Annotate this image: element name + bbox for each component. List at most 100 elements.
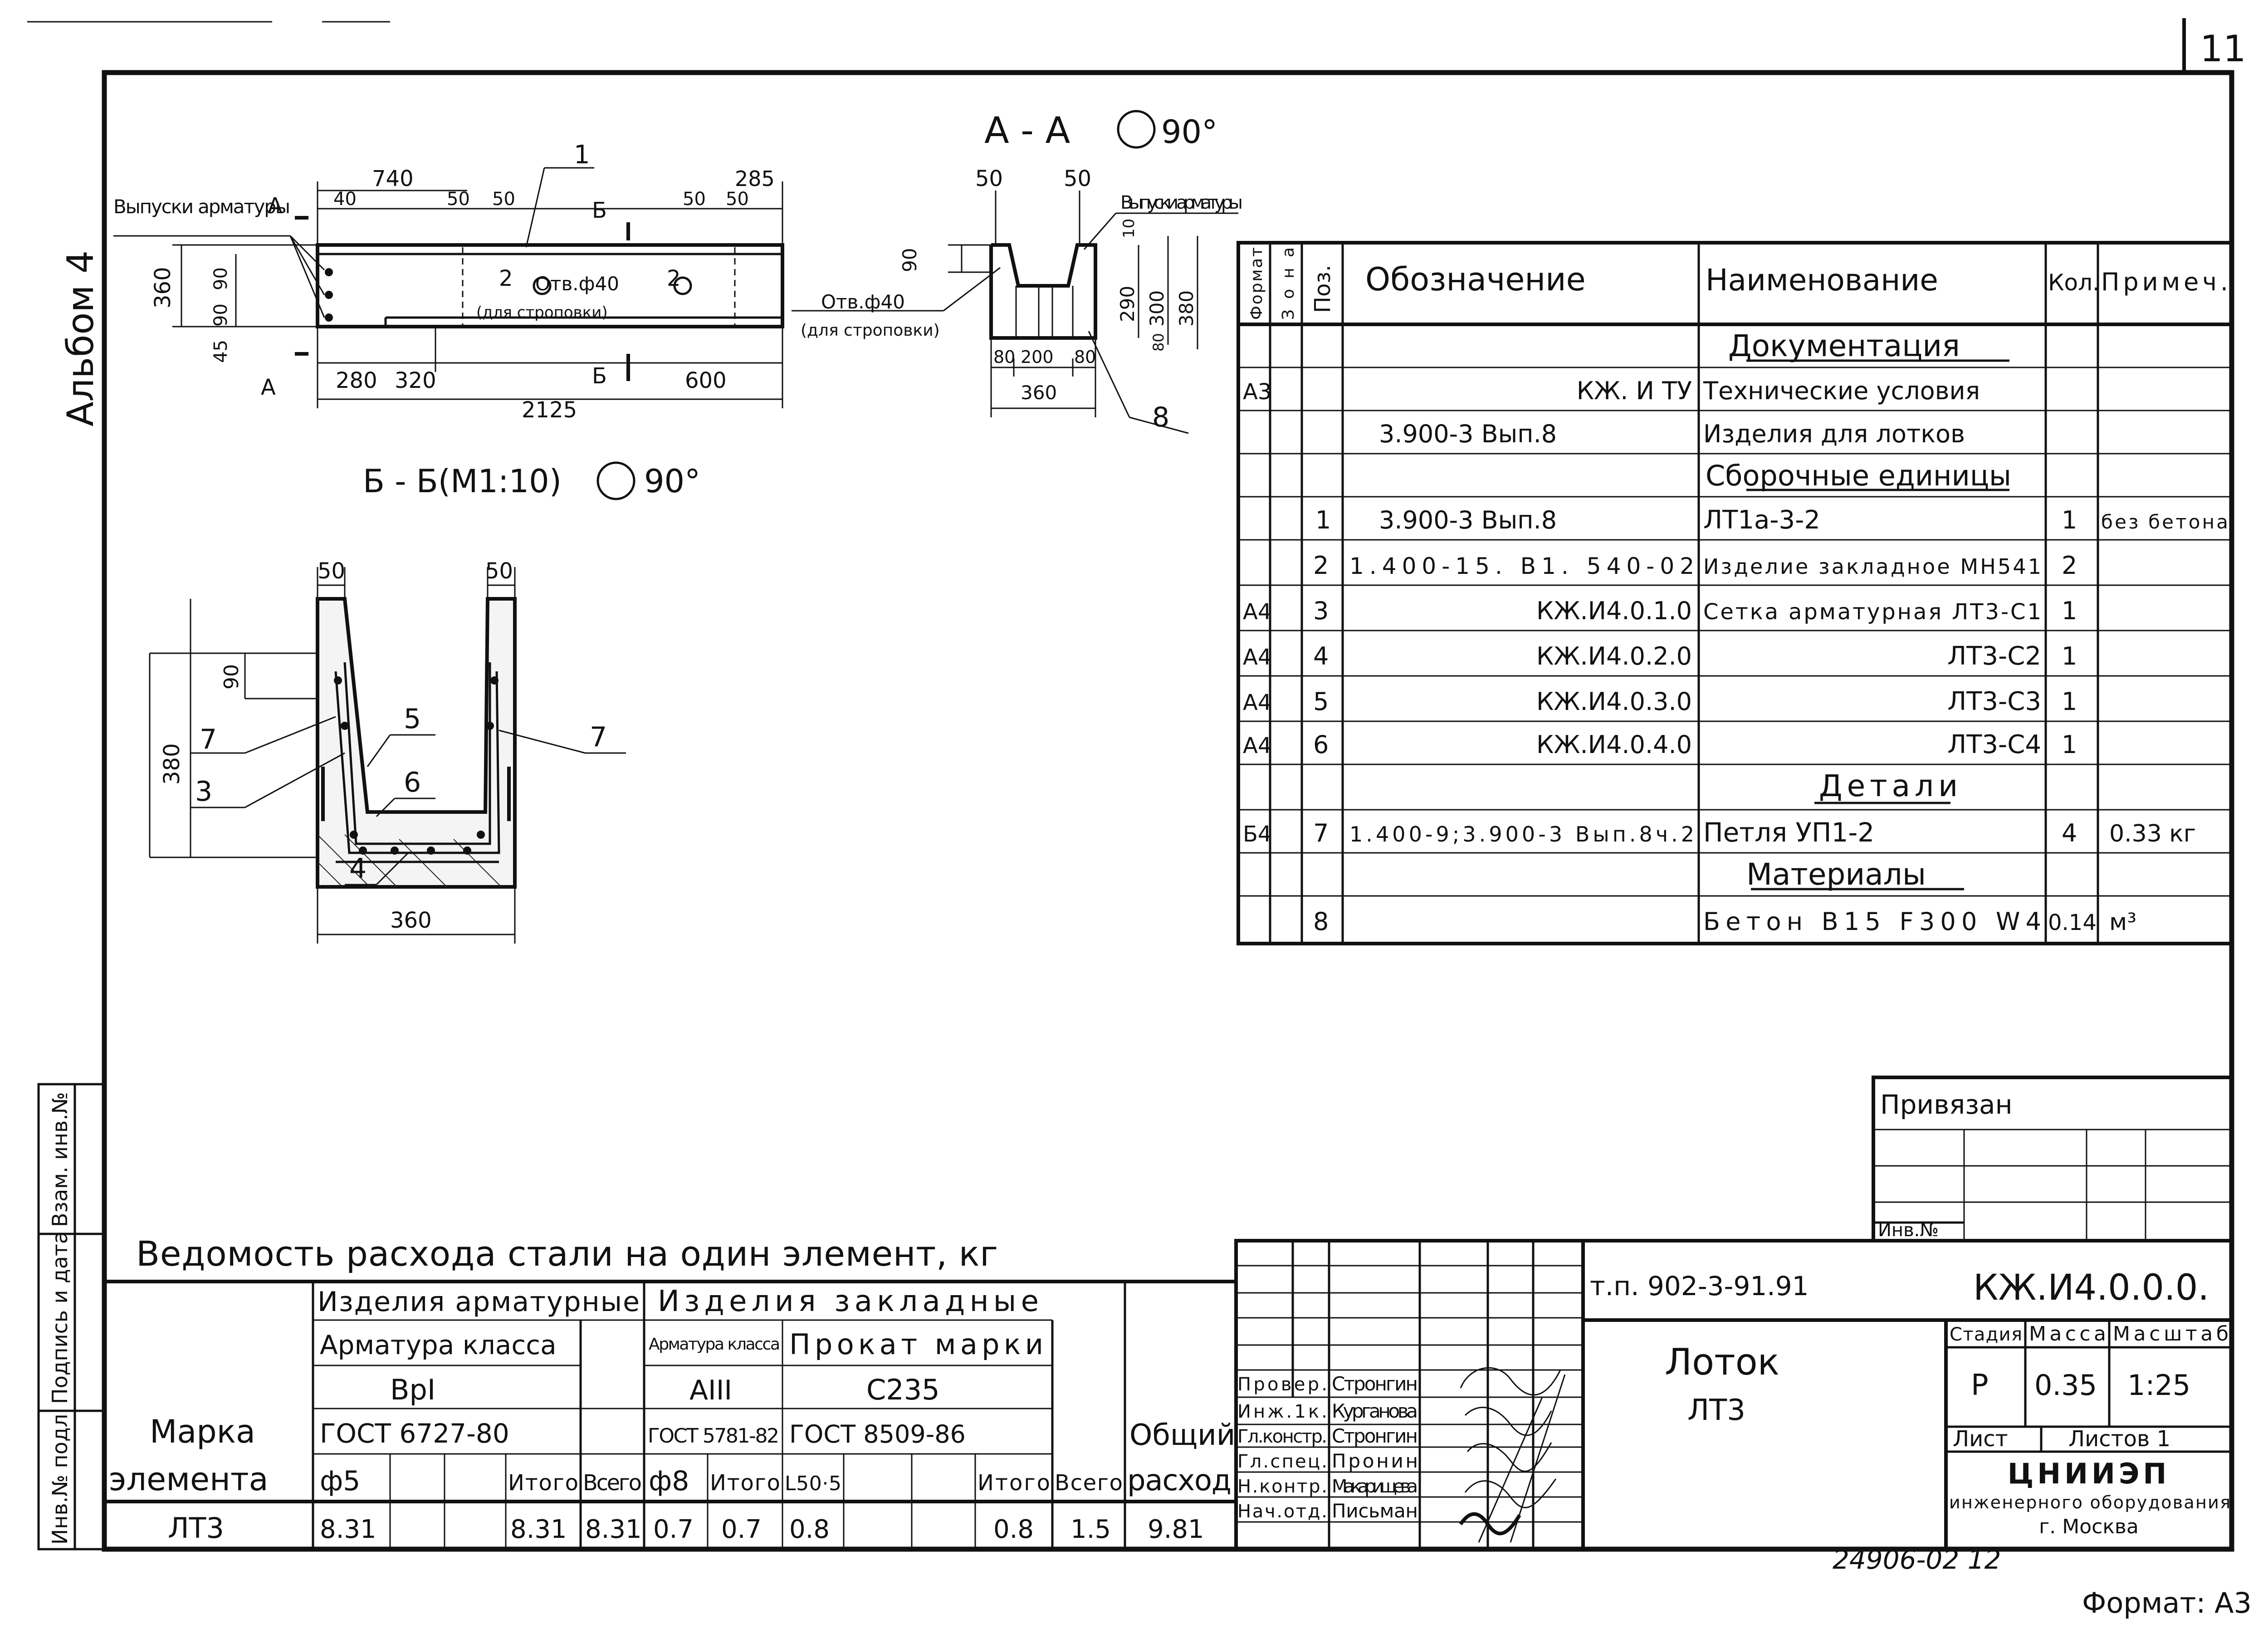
title-stage: Р	[1971, 1369, 1989, 1402]
title-project: т.п. 902-3-91.91	[1590, 1271, 1809, 1301]
spec-row4-note: без бетона	[2101, 511, 2228, 533]
section-aa-pos-8: 8	[1152, 401, 1169, 433]
title-name-0: Стронгин	[1332, 1373, 1418, 1395]
spec-row2-name: Изделия для лотков	[1703, 420, 1965, 448]
plan-cut-b-bottom: Б	[592, 363, 607, 389]
binding-inv-label: Инв.№	[1878, 1220, 1939, 1241]
section-aa-dim-80b: 80	[1074, 347, 1096, 367]
section-bb-dim-90: 90	[220, 664, 243, 690]
spec-header-name: Наименование	[1706, 263, 1938, 298]
section-aa-dim-90: 90	[899, 248, 921, 272]
section-bb-pos-4: 4	[349, 853, 367, 885]
title-code: КЖ.И4.0.0.0.	[1973, 1267, 2209, 1308]
title-object-name: Лоток	[1665, 1341, 1779, 1383]
spec-row7-designation: КЖ.И4.0.2.0	[1536, 642, 1692, 670]
steel-row-mark: ЛТ3	[168, 1512, 224, 1545]
section-bb-dim-380: 380	[159, 743, 185, 785]
spec-row7-format: А4	[1243, 645, 1271, 670]
title-role-2: Гл.констр.	[1237, 1426, 1327, 1447]
spec-header-note: Примеч.	[2101, 268, 2228, 296]
title-scale: 1:25	[2127, 1369, 2190, 1402]
spec-row11-qty: 4	[2062, 819, 2077, 847]
steel-row-rebar-itogo: 8.31	[510, 1515, 567, 1544]
spec-row5-qty: 2	[2062, 551, 2077, 580]
plan-dim-50a: 50	[447, 189, 470, 210]
section-bb	[149, 461, 635, 944]
section-aa-dim-50b: 50	[1064, 166, 1091, 191]
spec-row9-qty: 1	[2062, 730, 2077, 759]
format-label: Формат: А3	[2082, 1586, 2252, 1619]
section-bb-pos-5: 5	[404, 703, 421, 735]
spec-row5-pos: 2	[1313, 551, 1329, 580]
spec-row6-qty: 1	[2062, 597, 2077, 625]
steel-rebar-class-label: Арматура класса	[320, 1330, 557, 1360]
spec-row9-name: ЛТ3-С4	[1947, 730, 2041, 759]
spec-row4-qty: 1	[2062, 506, 2077, 534]
title-role-5: Нач.отд.	[1237, 1501, 1327, 1522]
title-role-4: Н.контр.	[1237, 1476, 1327, 1497]
spec-row6-designation: КЖ.И4.0.1.0	[1536, 597, 1692, 625]
spec-row8-qty: 1	[2062, 687, 2077, 716]
plan-cut-a-bottom: А	[261, 375, 276, 400]
spec-row11-designation: 1.400-9;3.900-3 Вып.8ч.2	[1349, 822, 1694, 846]
spec-row13-pos: 8	[1313, 907, 1329, 936]
steel-vsego-rebar: Всего	[583, 1470, 642, 1496]
steel-col-mark-line2: элемента	[109, 1461, 269, 1498]
plan-hole-note: (для строповки)	[476, 303, 608, 322]
steel-rolled-gost: ГОСТ 8509-86	[789, 1420, 966, 1448]
spec-row11-format: Б4	[1243, 822, 1271, 847]
spec-row11-note: 0.33 кг	[2109, 820, 2196, 847]
steel-table	[103, 1280, 1238, 1551]
spec-row1-name: Технические условия	[1703, 377, 1980, 405]
spec-row6-name: Сетка арматурная ЛТ3-С1	[1703, 599, 2041, 625]
spec-row6-format: А4	[1243, 599, 1271, 625]
plan-dim-740: 740	[372, 166, 414, 191]
spec-row1-designation: КЖ. И ТУ	[1577, 377, 1692, 405]
steel-row-d8: 0.7	[653, 1515, 694, 1544]
steel-rolled-grade: С235	[866, 1373, 940, 1406]
plan-dim-50c: 50	[683, 189, 706, 210]
plan-dim-280: 280	[336, 368, 377, 393]
steel-row-angle: 0.8	[789, 1515, 830, 1544]
spec-row4-designation: 3.900-3 Вып.8	[1379, 506, 1557, 534]
spec-header-pos: Поз.	[1310, 265, 1335, 313]
title-object-mark: ЛТ3	[1687, 1394, 1745, 1427]
steel-col-mark-line1: Марка	[150, 1413, 255, 1450]
spec-row7-qty: 1	[2062, 642, 2077, 670]
section-aa-dim-300: 300	[1146, 290, 1168, 327]
steel-rolled-label: Прокат марки	[789, 1328, 1043, 1361]
section-aa-dim-80a: 80	[993, 347, 1015, 367]
section-bb-title: Б - Б(М1:10)	[363, 463, 562, 500]
plan-dim-50d: 50	[726, 189, 749, 210]
section-aa-dim-50a: 50	[975, 166, 1003, 191]
section-bb-width: 360	[390, 908, 432, 933]
title-block	[1234, 1239, 2234, 1551]
spec-row8-format: А4	[1243, 690, 1271, 715]
spec-row9-pos: 6	[1313, 730, 1329, 759]
plan-total-length: 2125	[522, 397, 577, 423]
title-name-3: Пронин	[1332, 1450, 1418, 1472]
page-number: 11	[2200, 28, 2246, 70]
section-aa-hole-label: Отв.ф40	[821, 291, 905, 313]
title-role-3: Гл.спец.	[1237, 1451, 1327, 1472]
plan-dim-45: 45	[210, 340, 231, 363]
plan-hole-label: Отв.ф40	[535, 273, 619, 295]
steel-table-title: Ведомость расхода стали на один элемент,…	[136, 1233, 998, 1274]
title-name-5: Письман	[1332, 1500, 1418, 1522]
plan-dim-90a: 90	[210, 303, 231, 327]
plan-dim-90b: 90	[210, 267, 231, 290]
steel-total-label-line2: расход	[1127, 1464, 1232, 1497]
steel-emb-rebar-label: Арматура класса	[649, 1335, 780, 1354]
steel-itogo-emb2: Итого	[978, 1470, 1050, 1496]
steel-row-rebar-vsego: 8.31	[585, 1515, 642, 1544]
steel-vsego-emb: Всего	[1055, 1470, 1123, 1496]
spec-row4-name: ЛТ1а-3-2	[1703, 505, 1820, 535]
section-aa-dim-10: 10	[1120, 219, 1138, 238]
steel-angle: L50·5	[785, 1472, 841, 1495]
section-aa-dim-80-side: 80	[1150, 333, 1167, 352]
steel-rebar-gost: ГОСТ 6727-80	[320, 1418, 509, 1449]
spec-section-assemblies: Сборочные единицы	[1706, 459, 2011, 492]
spec-header-format: Формат	[1247, 247, 1266, 320]
plan-dim-40: 40	[333, 189, 357, 210]
section-aa-width: 360	[1021, 382, 1057, 404]
